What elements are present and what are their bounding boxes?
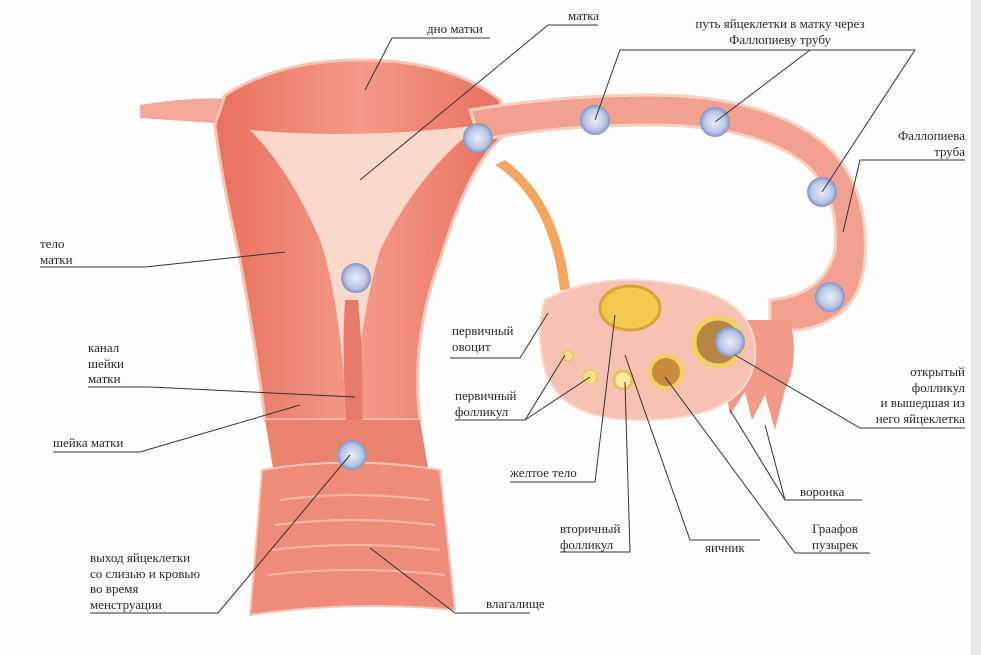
label-canal-line3: матки [88,371,121,386]
label-exit-line4: менструации [90,596,162,612]
label-fallopian-tube: Фаллопиева труба [898,128,965,159]
label-body-line2: матки [40,251,73,267]
ovary [539,279,757,422]
label-oocyte-line2: овоцит [452,338,491,354]
uterine-cavity [250,125,480,400]
label-corpus-luteum: желтое тело [510,465,577,480]
label-oocyte-line1: первичный [452,323,514,338]
label-pfoll-line1: первичный [455,388,517,403]
corpus-luteum [598,284,662,332]
left-tube [140,98,240,125]
label-fundus: дно матки [427,21,483,36]
label-graaf-line2: пузырек [812,536,858,552]
graafian-follicle [648,354,684,390]
label-egg-exit: выход яйцеклетки со слизью и кровью во в… [90,550,200,612]
label-secondary-follicle: вторичный фолликул [560,521,620,552]
label-uterus: матка [568,8,600,23]
label-egg-path-line1: путь яйцеклетки в матку через [695,16,865,31]
label-exit-line1: выход яйцеклетки [90,550,191,565]
label-canal-line1: канал [88,340,120,355]
label-primary-follicle: первичный фолликул [455,388,517,419]
label-open-line4: него яйцеклетка [875,410,965,426]
scan-edge [971,0,981,655]
label-sfoll-line1: вторичный [560,521,621,536]
label-canal-line2: шейки [88,355,125,371]
primary-follicle-1 [562,350,574,362]
label-graaf-line1: Граафов [812,521,858,536]
vagina [248,461,457,617]
label-open-follicle: открытый фолликул и вышедшая из него яйц… [876,364,965,426]
label-open-line1: открытый [910,364,965,379]
ovarian-ligament [495,160,570,290]
label-pfoll-line2: фолликул [455,403,509,419]
label-body-line1: тело [40,236,65,251]
leader-lines [40,24,965,614]
label-exit-line2: со слизью и кровью [90,565,201,581]
label-open-line3: и вышедшая из [880,395,965,410]
label-graafian-follicle: Граафов пузырек [800,521,870,552]
label-sfoll-line2: фолликул [560,536,614,552]
label-uterine-body: тело матки [40,236,73,267]
label-exit-line3: во время [90,581,139,596]
label-ovary: яичник [705,540,745,555]
label-egg-path-line2: Фаллопиеву трубу [729,31,831,47]
label-open-line2: фолликул [911,379,965,395]
label-tube-line1: Фаллопиева [897,128,965,143]
secondary-follicle [612,369,634,391]
label-cervix: шейка матки [53,435,124,450]
label-vagina: влагалище [486,596,545,611]
label-egg-path: путь яйцеклетки в матку через Фаллопиеву… [680,16,880,47]
label-tube-line2: труба [934,143,965,159]
label-primary-oocyte: первичный овоцит [452,323,514,354]
label-cervical-canal: канал шейки матки [88,340,124,387]
label-infundibulum: воронка [800,484,845,499]
